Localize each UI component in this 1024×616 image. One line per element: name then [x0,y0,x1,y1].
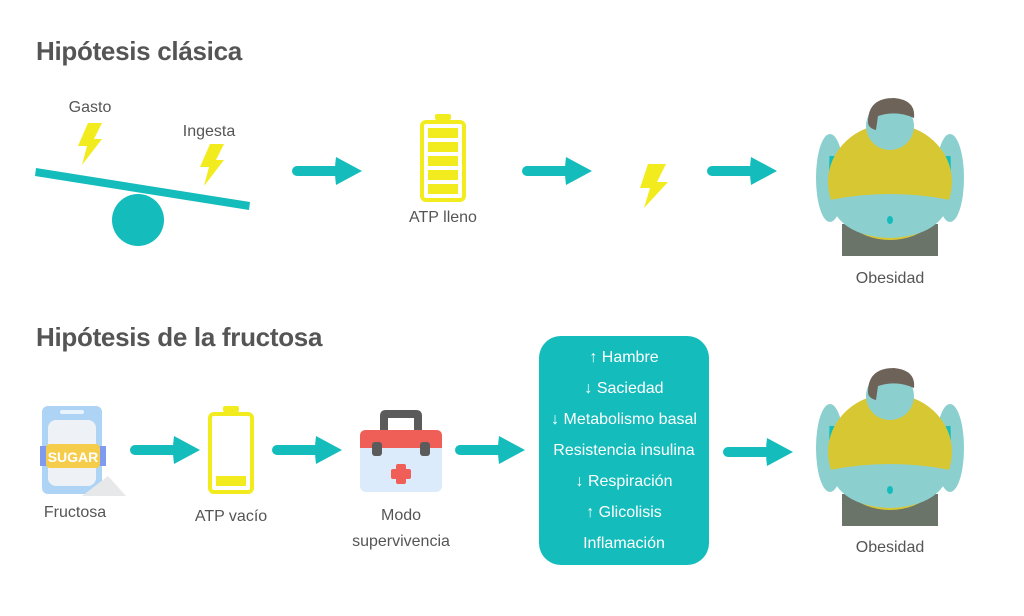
sugar-bag-icon: SUGAR [40,406,126,496]
survival-mode-label-line1: Modo [380,507,422,524]
arrow-icon [292,157,362,185]
ingesta-bolt-icon [200,144,224,186]
balance-scale-icon [35,123,250,246]
effect-item: ↓ Metabolismo basal [551,411,697,428]
fructose-label: Fructosa [43,504,107,521]
effect-item: ↓ Saciedad [584,380,664,397]
classic-result-label: Obesidad [855,270,925,287]
gasto-bolt-icon [78,123,102,165]
atp-empty-label: ATP vacío [194,508,268,525]
obese-person-icon [816,368,964,526]
battery-empty-icon [208,406,254,494]
effect-item: ↑ Hambre [589,349,659,366]
arrow-icon [707,157,777,185]
effects-box: ↑ Hambre ↓ Saciedad ↓ Metabolismo basal … [539,336,709,565]
arrow-icon [130,436,200,464]
arrow-icon [522,157,592,185]
fructose-result-label: Obesidad [855,539,925,556]
classic-section-title: Hipótesis clásica [36,36,242,66]
obese-person-icon [816,98,964,256]
first-aid-kit-icon [360,410,442,492]
ingesta-label: Ingesta [182,123,236,140]
seesaw-fulcrum [112,194,164,246]
effect-item: Resistencia insulina [553,442,695,459]
arrow-icon [272,436,342,464]
energy-bolt-icon [640,164,668,208]
gasto-label: Gasto [68,99,112,116]
atp-full-label: ATP lleno [409,209,477,226]
effect-item: ↑ Glicolisis [586,504,662,521]
arrow-icon [455,436,525,464]
survival-mode-label: Modo supervivencia [338,503,464,555]
battery-full-icon [420,114,466,202]
effect-item: Inflamación [583,535,665,552]
sugar-pack-text: SUGAR [48,449,99,465]
effect-item: ↓ Respiración [575,473,673,490]
seesaw-beam [35,168,250,210]
arrow-icon [723,438,793,466]
fructose-section-title: Hipótesis de la fructosa [36,322,323,352]
survival-mode-label-line2: supervivencia [352,533,450,550]
